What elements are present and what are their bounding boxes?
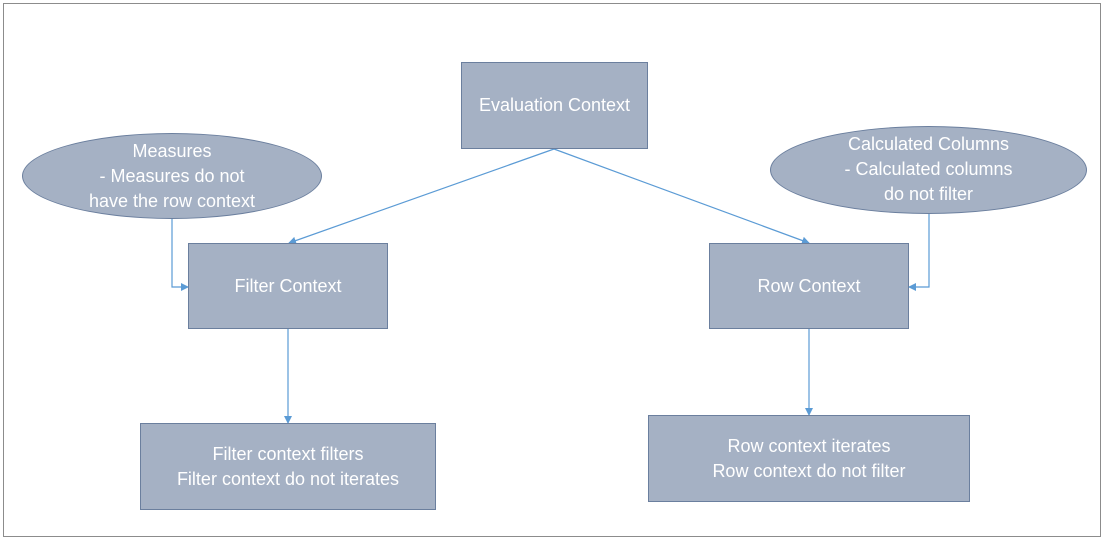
connector-measures-to-filter — [171, 218, 189, 291]
measures-line-3: have the row context — [88, 191, 256, 211]
row-detail-line-1: Row context iterates — [727, 435, 891, 456]
filter-context-label: Filter Context — [234, 275, 342, 296]
row-context-box: Row Context — [709, 243, 909, 329]
calculated-columns-ellipse: Calculated Columns - Calculated columns … — [770, 126, 1087, 214]
measures-line-2: - Measures do not — [99, 166, 245, 186]
measures-line-1: Measures — [132, 141, 212, 161]
calculated-line-2: - Calculated columns — [844, 159, 1013, 179]
connector-evaluation-to-filter — [288, 148, 555, 245]
row-detail-line-2: Row context do not filter — [712, 460, 906, 481]
row-context-label: Row Context — [757, 275, 861, 296]
connector-evaluation-to-row — [553, 148, 810, 245]
filter-context-detail-box: Filter context filters Filter context do… — [140, 423, 436, 510]
row-context-detail-box: Row context iterates Row context do not … — [648, 415, 970, 502]
filter-context-box: Filter Context — [188, 243, 388, 329]
measures-ellipse: Measures - Measures do not have the row … — [22, 133, 322, 219]
evaluation-context-label: Evaluation Context — [478, 95, 631, 115]
connector-calculated-to-row — [908, 213, 930, 291]
calculated-line-1: Calculated Columns — [847, 134, 1010, 154]
filter-detail-line-1: Filter context filters — [212, 443, 364, 464]
evaluation-context-box: Evaluation Context — [461, 62, 648, 149]
filter-detail-line-2: Filter context do not iterates — [176, 468, 400, 489]
calculated-line-3: do not filter — [883, 184, 974, 204]
